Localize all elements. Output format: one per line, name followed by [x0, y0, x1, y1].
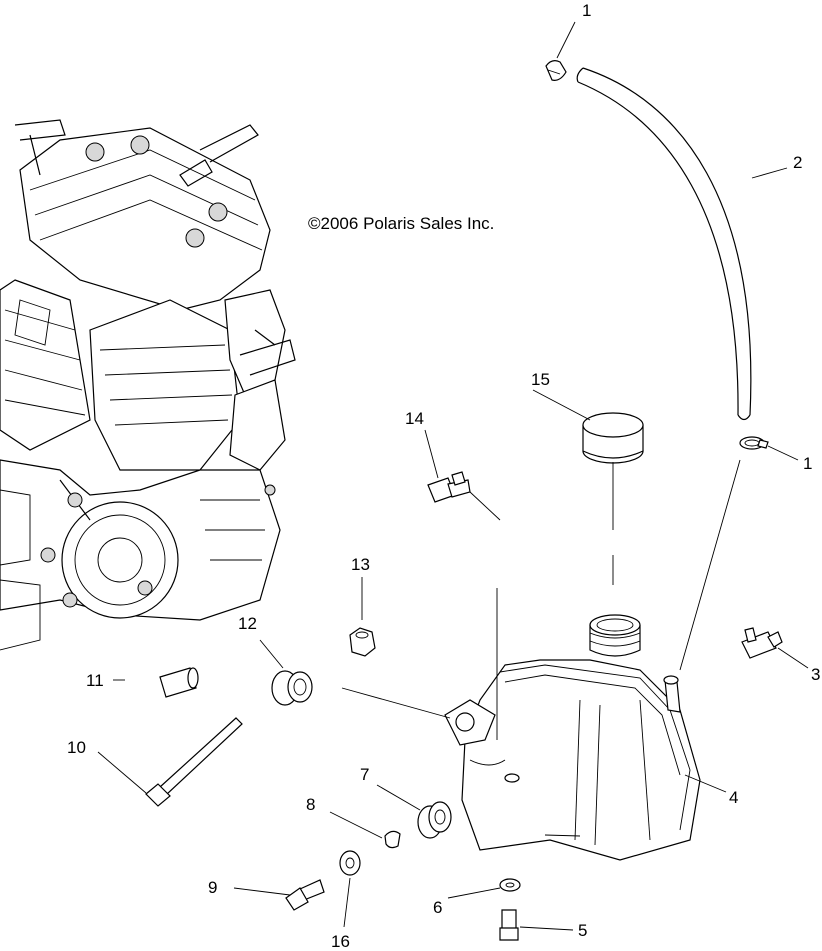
- callout-12: 12: [238, 614, 257, 633]
- reservoir-cap-15[interactable]: [582, 412, 644, 464]
- callout-10: 10: [67, 738, 86, 757]
- callout-7: 7: [360, 765, 370, 784]
- hose-clamp-bottom[interactable]: [739, 436, 769, 450]
- callout-3: 3: [811, 665, 821, 684]
- callout-4: 4: [729, 788, 739, 807]
- callout-6: 6: [433, 898, 443, 917]
- coolant-reservoir-4[interactable]: [444, 614, 701, 861]
- callout-2: 2: [793, 153, 803, 172]
- callout-14: 14: [405, 409, 424, 428]
- spacer-11[interactable]: [159, 667, 199, 698]
- callout-13: 13: [351, 555, 370, 574]
- bolt-5[interactable]: [499, 909, 519, 941]
- callout-11: 11: [86, 671, 104, 690]
- callout-16: 16: [331, 932, 350, 951]
- callout-9: 9: [208, 878, 218, 897]
- engine-illustration: [0, 119, 296, 651]
- fitting-3[interactable]: [741, 627, 783, 659]
- hose-clamp-top[interactable]: [545, 60, 567, 81]
- callout-5: 5: [578, 921, 588, 940]
- sensor-14[interactable]: [427, 471, 471, 503]
- callout-1-top: 1: [582, 1, 592, 20]
- leader-lines: [97, 21, 809, 931]
- copyright-notice: ©2006 Polaris Sales Inc.: [308, 214, 495, 233]
- grommet-7[interactable]: [417, 801, 452, 839]
- clip-8[interactable]: [384, 830, 401, 849]
- callout-15: 15: [531, 370, 550, 389]
- bolt-10[interactable]: [145, 717, 243, 807]
- washer-16[interactable]: [339, 850, 361, 876]
- hose-2[interactable]: [576, 67, 752, 421]
- washer-6[interactable]: [499, 878, 521, 892]
- callout-1-bottom: 1: [803, 454, 813, 473]
- grommet-13[interactable]: [349, 627, 376, 657]
- callout-8: 8: [306, 795, 316, 814]
- bolt-9[interactable]: [285, 879, 325, 911]
- grommet-12[interactable]: [271, 670, 313, 706]
